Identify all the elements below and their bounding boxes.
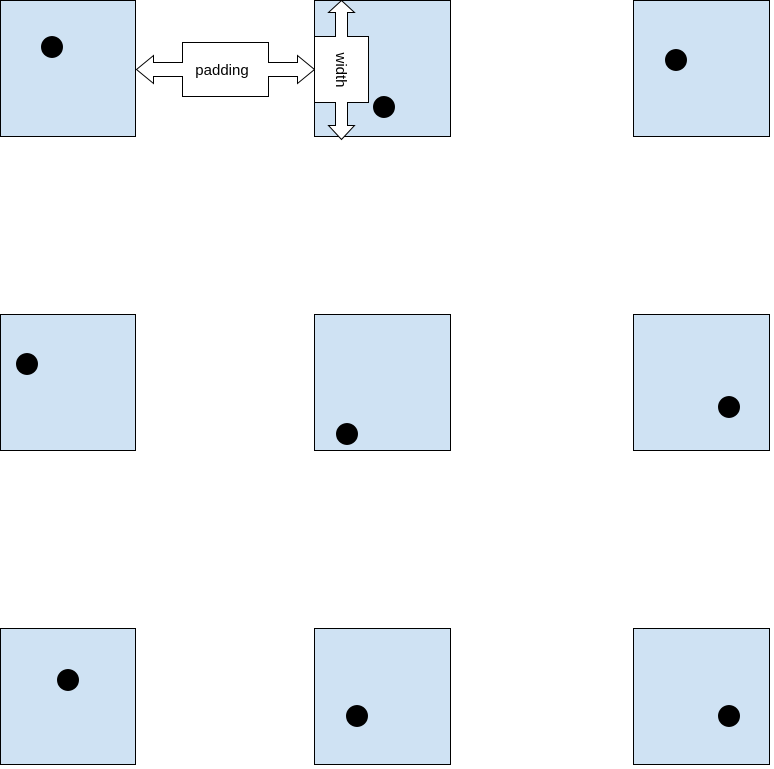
double-arrow-vertical-icon	[314, 0, 369, 141]
dot	[718, 705, 740, 727]
width-label: width	[332, 51, 349, 87]
grid-cell-r1-c3	[633, 0, 770, 137]
dot	[718, 396, 740, 418]
grid-cell-r2-c3	[633, 314, 770, 451]
dot	[336, 423, 358, 445]
width-arrow: width	[314, 0, 369, 141]
padding-label: padding	[195, 62, 248, 79]
grid-cell-r3-c3	[633, 628, 770, 765]
dot	[16, 353, 38, 375]
grid-cell-r1-c1	[0, 0, 136, 137]
grid-cell-r3-c1	[0, 628, 136, 765]
padding-arrow: padding	[135, 42, 316, 97]
grid-cell-r3-c2	[314, 628, 451, 765]
grid-cell-r2-c1	[0, 314, 136, 451]
dot	[57, 669, 79, 691]
dot	[665, 49, 687, 71]
dot	[346, 705, 368, 727]
dot	[373, 96, 395, 118]
dot	[41, 36, 63, 58]
grid-cell-r2-c2	[314, 314, 451, 451]
